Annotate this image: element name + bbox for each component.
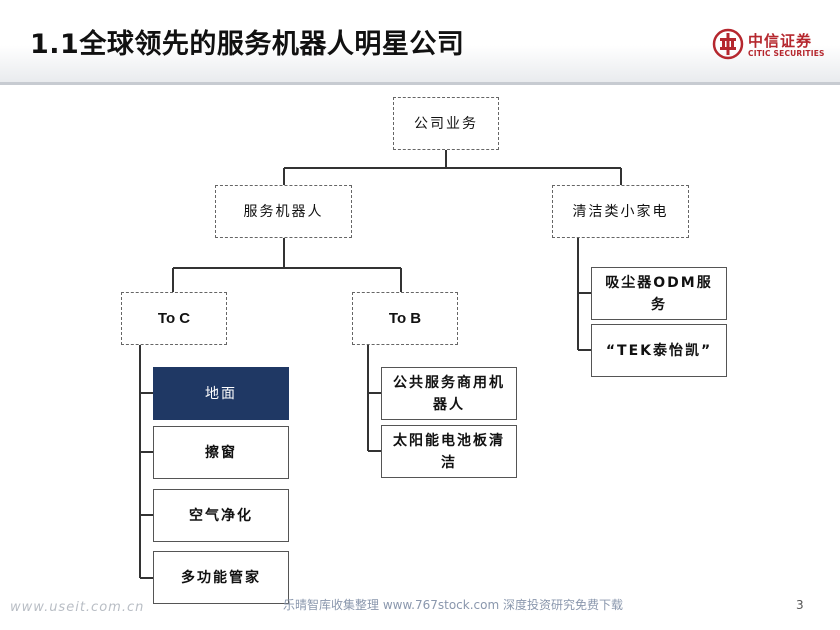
header-bar — [0, 0, 840, 82]
citic-logo-icon — [712, 28, 744, 60]
page-number: 3 — [796, 598, 804, 612]
node-service-robot: 服务机器人 — [215, 185, 352, 238]
citic-logo: 中信证券 CITIC SECURITIES — [712, 26, 832, 66]
node-tek-brand: “TEK泰怡凯” — [591, 324, 727, 377]
footer-watermark-center: 乐晴智库收集整理 www.767stock.com 深度投资研究免费下载 — [283, 598, 623, 612]
header-divider — [0, 82, 840, 85]
node-multi-function-butler: 多功能管家 — [153, 551, 289, 604]
node-to-b: To B — [352, 292, 458, 345]
node-company-business: 公司业务 — [393, 97, 499, 150]
node-public-service-robot: 公共服务商用机器人 — [381, 367, 517, 420]
logo-english-text: CITIC SECURITIES — [748, 49, 825, 58]
node-floor: 地面 — [153, 367, 289, 420]
page-title: 1.1全球领先的服务机器人明星公司 — [30, 29, 465, 60]
logo-chinese-text: 中信证券 — [748, 32, 813, 50]
node-air-purification: 空气净化 — [153, 489, 289, 542]
node-window-cleaning: 擦窗 — [153, 426, 289, 479]
node-cleaning-appliance: 清洁类小家电 — [552, 185, 689, 238]
node-to-c: To C — [121, 292, 227, 345]
node-solar-panel-cleaning: 太阳能电池板清洁 — [381, 425, 517, 478]
node-vacuum-odm: 吸尘器ODM服务 — [591, 267, 727, 320]
footer-watermark-left: www.useit.com.cn — [10, 600, 145, 615]
